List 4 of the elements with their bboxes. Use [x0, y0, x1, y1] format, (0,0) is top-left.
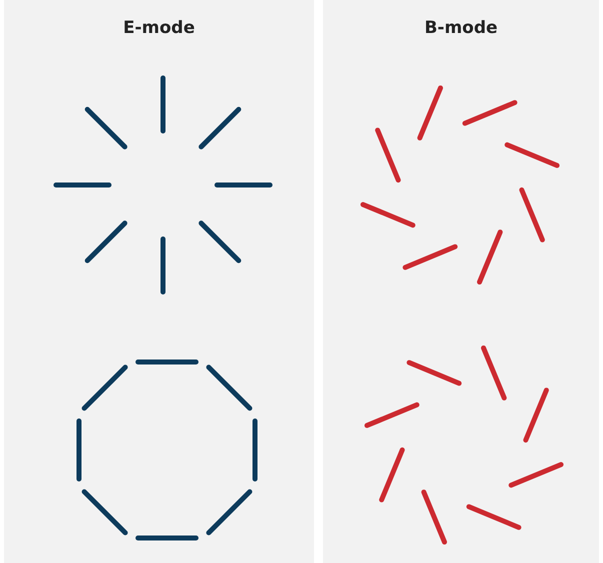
- panel-title: E-mode: [123, 18, 195, 38]
- panel: [323, 0, 599, 563]
- panel: [4, 0, 314, 563]
- panel-title: B-mode: [424, 18, 498, 38]
